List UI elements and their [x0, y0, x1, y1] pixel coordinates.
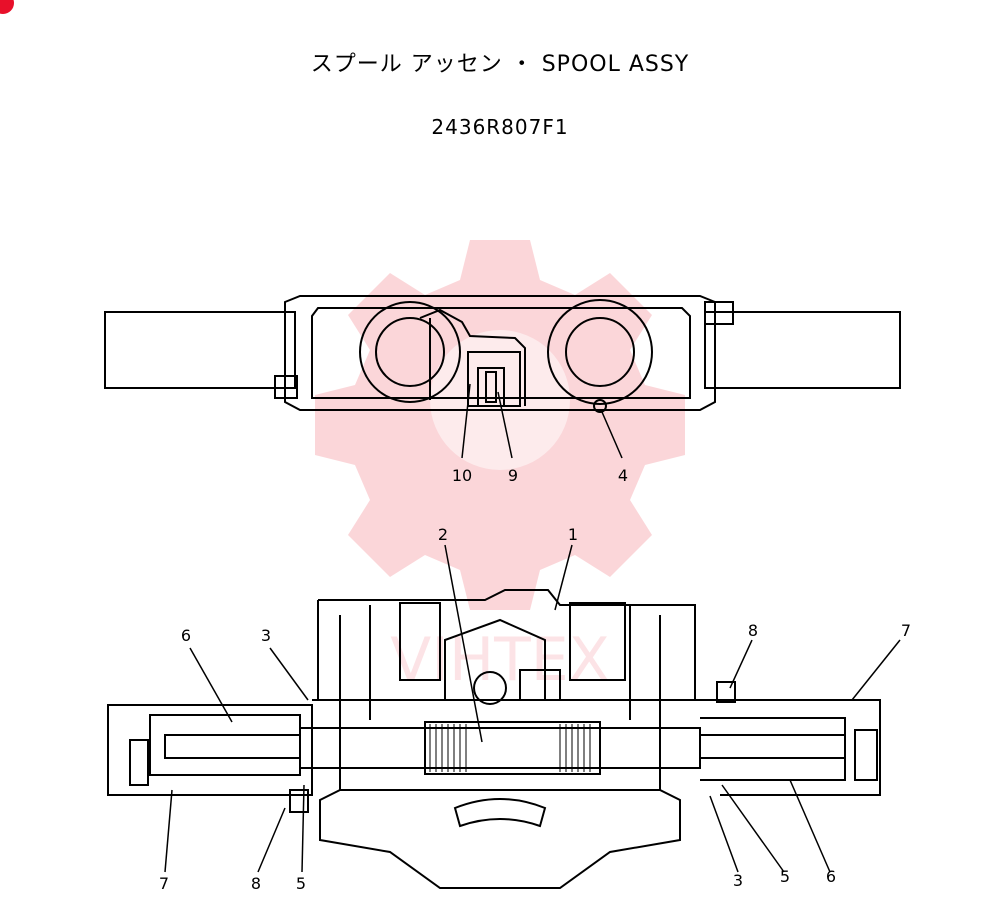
corner-marker-icon: [0, 0, 14, 14]
callout-7-right: 7: [901, 621, 911, 640]
callout-4: 4: [618, 466, 628, 485]
callout-5-left: 5: [296, 874, 306, 893]
watermark-text: VIHTEX: [390, 625, 610, 695]
spool-bands: [429, 724, 591, 772]
callout-9: 9: [508, 466, 518, 485]
callout-10: 10: [452, 466, 472, 485]
callout-5-right: 5: [780, 867, 790, 886]
top-view: [104, 295, 901, 413]
top-view-leaders: [461, 383, 623, 459]
section-view-leaders: [164, 544, 901, 873]
callout-3-right: 3: [733, 871, 743, 890]
callout-3-left: 3: [261, 626, 271, 645]
callout-8-left: 8: [251, 874, 261, 893]
callout-7-left: 7: [159, 874, 169, 893]
page-title: スプール アッセン ・ SPOOL ASSY: [310, 52, 690, 77]
callout-8-right: 8: [748, 621, 758, 640]
callout-6-right: 6: [826, 867, 836, 886]
section-view: [107, 589, 881, 889]
callout-2: 2: [438, 525, 448, 544]
callout-6-left: 6: [181, 626, 191, 645]
callout-1: 1: [568, 525, 578, 544]
part-number: 2436R807F1: [431, 115, 569, 139]
